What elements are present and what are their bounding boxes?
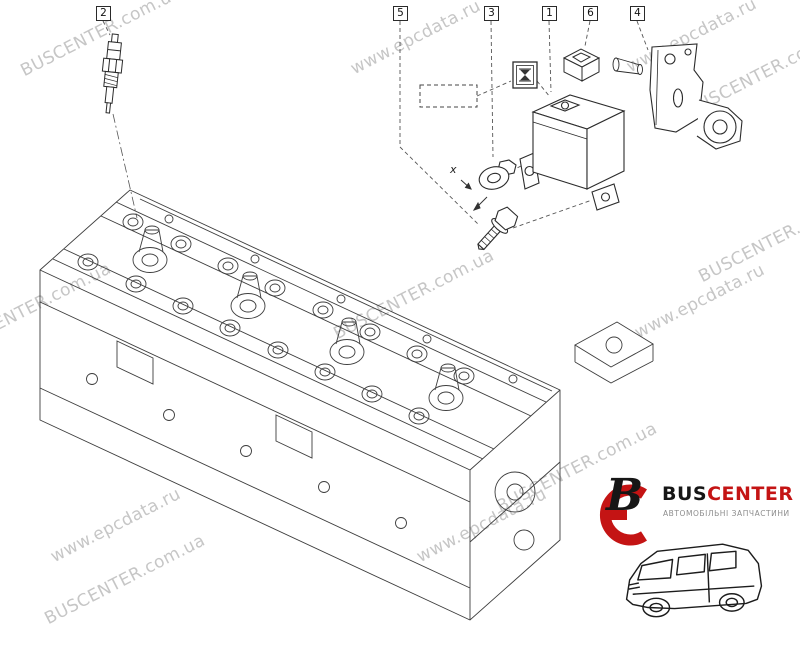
housing-detail	[574, 321, 654, 384]
brand-name: BUSCENTER	[662, 483, 794, 505]
callout-3[interactable]: 3	[484, 6, 499, 21]
callout-5[interactable]: 5	[393, 6, 408, 21]
logo-letter: B	[604, 470, 643, 521]
callout-1[interactable]: 1	[542, 6, 557, 21]
bolt-part	[477, 206, 519, 251]
glow-plug-part	[101, 33, 124, 114]
relay-unit-part	[519, 94, 626, 211]
injector-towers	[132, 225, 464, 411]
valve-springs	[77, 213, 475, 425]
callout-2[interactable]: 2	[96, 6, 111, 21]
dashed-reference-frame	[419, 84, 478, 108]
bracket-part	[612, 43, 743, 150]
glow-plug-centerline	[112, 113, 138, 219]
washer-part	[478, 159, 517, 190]
brand-center: CENTER	[707, 483, 794, 505]
buscenter-logo-mark: B	[599, 470, 647, 546]
front-face-features	[86, 340, 407, 529]
buscenter-logo: B BUSCENTER АВТОМОБІЛЬНІ ЗАПЧАСТИНИ	[596, 466, 800, 642]
bracket-stud	[612, 57, 643, 75]
engine-head-drawing	[39, 189, 654, 621]
hourglass-icon	[512, 61, 538, 89]
brand-bus: BUS	[662, 483, 708, 505]
clip-part	[562, 48, 601, 82]
timing-end-features	[469, 461, 561, 551]
callout-6[interactable]: 6	[583, 6, 598, 21]
dimension-arrows	[460, 179, 488, 211]
x-dimension-label: x	[450, 163, 457, 176]
deck-bolts	[164, 214, 518, 384]
van-illustration	[625, 543, 763, 618]
brand-tagline: АВТОМОБІЛЬНІ ЗАПЧАСТИНИ	[663, 509, 790, 518]
callout-4[interactable]: 4	[630, 6, 645, 21]
